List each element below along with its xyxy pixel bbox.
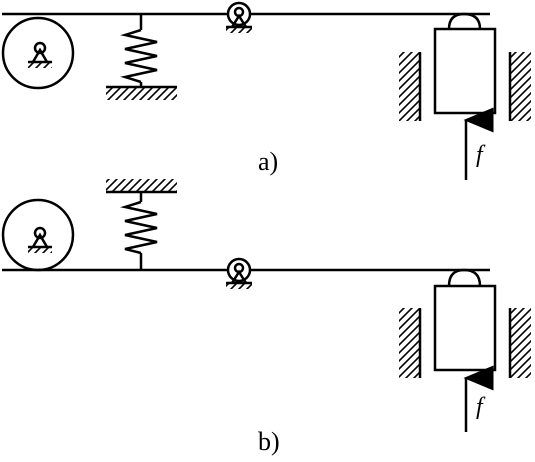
fixed-pivot-icon <box>226 1 252 33</box>
guide-wall-left <box>399 52 422 121</box>
plunger-block <box>433 12 497 115</box>
guide-wall-right <box>508 308 531 378</box>
guide-wall-right <box>508 52 531 121</box>
roller-pulley <box>1 16 75 90</box>
figure-caption: a) <box>258 147 278 176</box>
figure-a: f a) <box>1 1 531 180</box>
spring <box>120 14 158 87</box>
pivot-support-icon <box>28 226 52 253</box>
fixed-pivot-icon <box>226 257 252 289</box>
force-label: f <box>476 394 486 420</box>
ground-base <box>106 85 177 100</box>
plunger-block <box>433 268 497 372</box>
pivot-support-icon <box>28 41 52 68</box>
guide-wall-left <box>399 308 422 378</box>
spring <box>120 192 158 270</box>
force-label: f <box>476 142 486 168</box>
roller-pulley <box>1 198 75 272</box>
figure-b: f b) <box>1 179 531 456</box>
figure-caption: b) <box>258 427 280 456</box>
ceiling-base <box>106 179 177 194</box>
